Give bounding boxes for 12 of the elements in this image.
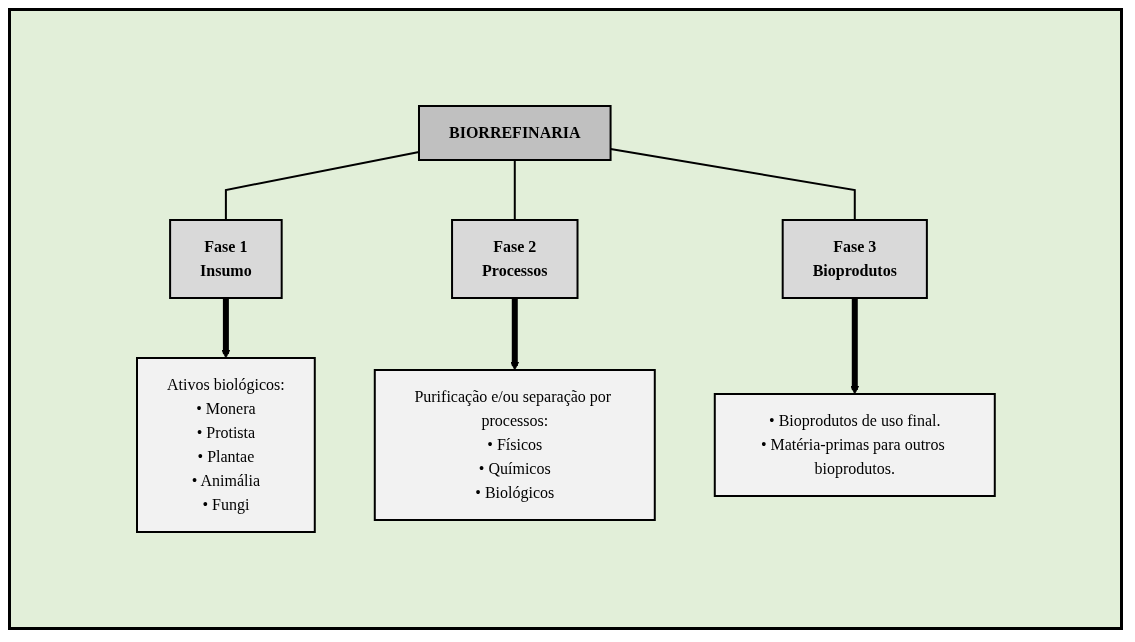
arrow <box>510 298 519 371</box>
node-box <box>713 393 996 497</box>
diagram-background: BIORREFINARIA Fase 1 Insumo Fase 2 Processos Fase 3 Bioprodutos Ativos biológicos: • Monera • Protista • Plantae • Animália • Fungi Purificação e/ou separação por processos: • Físicos • Químicos • Biológicos • Bioprodutos de uso final. • Matéria-primas para outros bioprodutos. <box>8 8 1123 630</box>
node-box <box>450 219 579 299</box>
node-box <box>417 105 612 161</box>
arrow <box>850 298 859 395</box>
node-box <box>781 219 928 299</box>
node-box <box>168 219 283 299</box>
node-box <box>135 357 316 533</box>
connector <box>513 159 516 221</box>
arrow <box>221 298 230 359</box>
node-box <box>373 369 656 521</box>
